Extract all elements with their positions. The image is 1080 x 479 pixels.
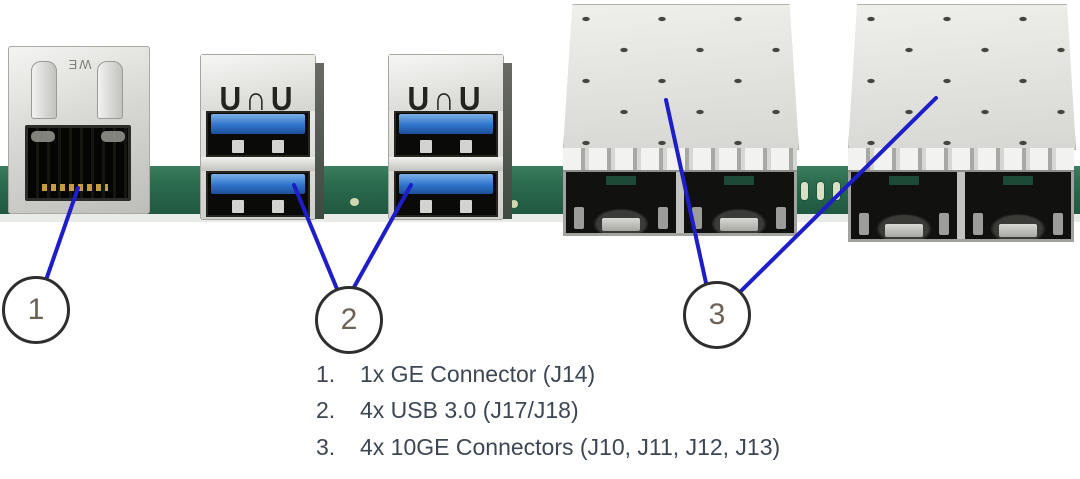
pcb-component <box>801 182 808 200</box>
usb-contact <box>420 140 432 153</box>
rj45-led-window <box>31 131 55 142</box>
usb-contact <box>420 200 432 213</box>
metal-glint <box>859 213 869 235</box>
metal-glint <box>692 207 702 229</box>
ge-rj45-connector: WE <box>8 46 150 214</box>
legend-marker: 1. <box>316 361 336 387</box>
pcb-pad <box>510 200 518 208</box>
sfp-port-opening <box>957 172 1071 239</box>
pcb-component <box>833 182 840 200</box>
rj45-vendor-marking: WE <box>66 57 92 72</box>
legend-item-1: 1. 1x GE Connector (J14) <box>316 361 780 387</box>
usb-vent-stamp: U∩U <box>407 80 485 111</box>
sfp-perforated-top <box>563 4 799 150</box>
sfp-port-opening <box>676 172 794 233</box>
usb3-stack-1: U∩U <box>200 54 324 220</box>
usb-contact <box>272 140 284 153</box>
usb-contact <box>232 200 244 213</box>
usb-blue-tongue <box>399 174 493 194</box>
board-shadow-strip <box>0 212 1080 222</box>
callout-circle-3: 3 <box>683 281 751 349</box>
sfp-port-row <box>563 172 797 236</box>
rj45-light-pipe <box>97 61 123 119</box>
callout-number-2: 2 <box>340 303 358 336</box>
metal-glint <box>1053 213 1063 235</box>
usb-shield-cap: U∩U <box>389 55 503 111</box>
legend-text: 1x GE Connector (J14) <box>360 361 596 387</box>
sfp-perforated-top <box>848 4 1076 150</box>
usb-divider <box>389 157 503 171</box>
legend-text: 4x 10GE Connectors (J10, J11, J12, J13) <box>360 433 781 460</box>
usb3-port <box>206 171 310 217</box>
legend-list: 1. 1x GE Connector (J14) 2. 4x USB 3.0 (… <box>316 361 781 471</box>
sfp-inner-board <box>1003 176 1033 185</box>
rj45-gold-pins <box>42 184 108 191</box>
legend-item-3: 3. 4x 10GE Connectors (J10, J11, J12, J1… <box>316 433 781 460</box>
pcb-pad <box>350 198 359 206</box>
metal-glint <box>939 213 949 235</box>
sfp-port-opening <box>851 172 957 239</box>
usb-blue-tongue <box>211 114 305 134</box>
usb-blue-tongue <box>399 114 493 134</box>
usb3-stack-2: U∩U <box>388 54 512 220</box>
callout-number-1: 1 <box>27 293 45 326</box>
sfp-latch <box>720 218 758 231</box>
legend-text: 4x USB 3.0 (J17/J18) <box>360 397 579 424</box>
sfp-port-opening <box>566 172 676 233</box>
sfp-inner-board <box>889 176 919 185</box>
usb-shield-cap: U∩U <box>201 55 315 111</box>
sfp-inner-board <box>724 176 754 185</box>
pcb-component <box>817 182 824 200</box>
metal-glint <box>776 207 786 229</box>
sfp-latch <box>885 224 923 237</box>
usb3-port <box>394 111 498 157</box>
sfp-latch <box>602 218 640 231</box>
sfp-emi-fingers <box>848 148 1074 172</box>
usb3-port <box>394 171 498 217</box>
rj45-light-pipe <box>31 61 57 119</box>
usb-contact <box>272 200 284 213</box>
usb-divider <box>201 157 315 171</box>
legend-marker: 2. <box>316 397 336 424</box>
callout-number-3: 3 <box>708 298 726 331</box>
legend-marker: 3. <box>316 433 336 460</box>
rj45-led-window <box>101 131 125 142</box>
metal-glint <box>658 207 668 229</box>
usb-contact <box>460 200 472 213</box>
sfp-emi-fingers <box>563 148 797 172</box>
usb-contact <box>460 140 472 153</box>
usb3-port <box>206 111 310 157</box>
rj45-port-opening <box>25 125 131 201</box>
usb-blue-tongue <box>211 174 305 194</box>
usb-vent-stamp: U∩U <box>219 80 297 111</box>
metal-glint <box>973 213 983 235</box>
sfp-latch <box>999 224 1037 237</box>
sfp-port-row <box>848 172 1074 242</box>
sfp-inner-board <box>606 176 636 185</box>
callout-circle-2: 2 <box>315 286 383 354</box>
legend-item-2: 2. 4x USB 3.0 (J17/J18) <box>316 397 780 424</box>
callout-circle-1: 1 <box>2 276 70 344</box>
usb-contact <box>232 140 244 153</box>
metal-glint <box>574 207 584 229</box>
